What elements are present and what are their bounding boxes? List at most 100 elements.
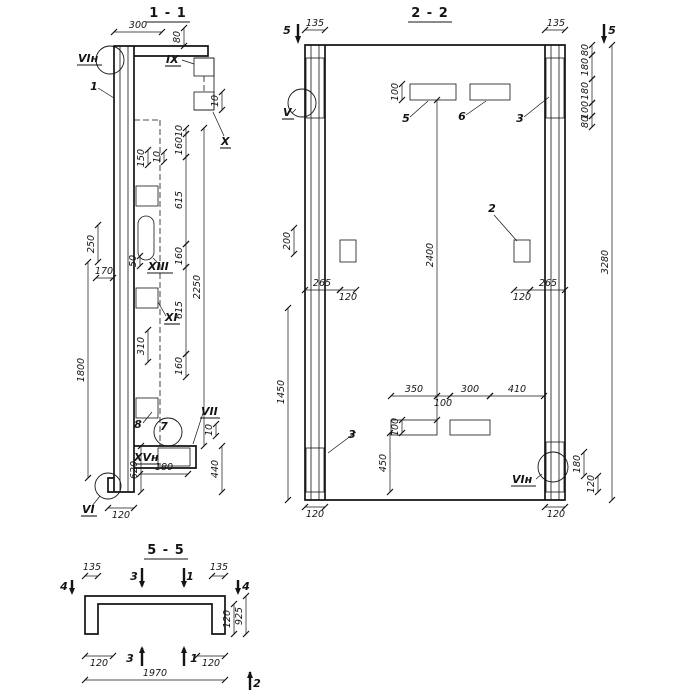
dimension-tick <box>92 274 100 282</box>
dimension-label: 265 <box>539 278 557 289</box>
detail-label-3-bottom: 3 <box>348 428 356 441</box>
dimension-label: 10 <box>152 151 163 163</box>
dimension-tick <box>182 130 190 138</box>
dimension-label: 250 <box>86 235 97 253</box>
detail-label-7: 7 <box>160 420 168 433</box>
dimension-tick <box>386 488 394 496</box>
cut-label-2: 2 <box>253 677 261 690</box>
dimension-tick <box>182 350 190 358</box>
dimension-tick <box>212 432 220 440</box>
dimension-label: 1450 <box>276 380 287 404</box>
dimension-tick <box>81 652 89 660</box>
node-circle-7 <box>153 417 183 447</box>
dimension-label: 120 <box>306 509 324 520</box>
dimension-tick <box>158 28 166 36</box>
dimension-tick <box>594 472 602 480</box>
dimension-tick <box>144 326 152 334</box>
leader-lines <box>291 96 550 480</box>
embed-plate-5 <box>409 83 457 101</box>
section-5-5-view: 5 - 5 <box>69 543 253 690</box>
dimension-tick <box>588 41 596 49</box>
embed-plate <box>390 419 438 436</box>
dimension-tick <box>446 392 454 400</box>
embed-plate <box>193 57 215 77</box>
dimension-tick <box>193 652 201 660</box>
embed-plate <box>135 185 159 207</box>
section-title-5-5: 5 - 5 <box>147 543 185 558</box>
detail-label-8: 8 <box>134 418 142 431</box>
rib-edge-lines <box>310 45 560 500</box>
dimension-label: 120 <box>112 510 130 521</box>
dimension-label: 160 <box>174 357 185 375</box>
dimension-tick <box>486 392 494 400</box>
dimension-tick <box>284 304 292 312</box>
dimension-tick <box>144 358 152 366</box>
dimension-tick <box>218 106 226 114</box>
dimension-tick <box>433 392 441 400</box>
dimension-label: 120 <box>90 658 108 669</box>
dimension-tick <box>182 124 190 132</box>
dimension-tick <box>588 112 596 120</box>
dimension-tick <box>160 158 168 166</box>
dimension-tick <box>398 80 406 88</box>
dimension-tick <box>540 392 548 400</box>
dimension-tick <box>144 161 152 169</box>
dimension-label: 265 <box>313 278 331 289</box>
dimension-label: 120 <box>513 292 531 303</box>
section-1-1-view: 1 - 1 <box>91 6 225 507</box>
hidden-edge <box>134 76 205 447</box>
dimension-tick <box>84 258 92 266</box>
panel-outline <box>304 44 566 501</box>
dimension-tick <box>541 26 549 34</box>
dimension-label: 3280 <box>600 250 611 274</box>
dimension-tick <box>221 676 229 684</box>
dimension-tick <box>608 496 616 504</box>
dimension-label: 120 <box>547 509 565 520</box>
dimension-label: 80 <box>172 31 183 43</box>
dimension-tick <box>386 429 394 437</box>
dimension-tick <box>137 488 145 496</box>
dimension-label: 150 <box>136 149 147 167</box>
dimension-tick <box>182 153 190 161</box>
dimension-tick <box>230 630 238 638</box>
dimension-tick <box>218 88 226 96</box>
dimension-label: 10 <box>174 125 185 137</box>
anchor-zone <box>305 57 325 119</box>
dimension-label: 160 <box>174 247 185 265</box>
cut-label-3-top: 3 <box>130 570 138 583</box>
section-2-2-view: 2 - 2 <box>287 6 607 501</box>
embed-plate <box>135 397 159 419</box>
cut-arrowheads <box>295 36 607 44</box>
detail-label-1: 1 <box>90 80 98 93</box>
dimension-tick <box>81 572 89 580</box>
dimension-tick <box>160 148 168 156</box>
dimension-tick <box>588 75 596 83</box>
lifting-slot <box>137 215 155 261</box>
dimension-label: 120 <box>339 292 357 303</box>
dimension-tick <box>301 26 309 34</box>
dimension-tick <box>180 24 188 32</box>
dimension-tick <box>433 96 441 104</box>
node-marker: X <box>220 135 230 148</box>
anchor-zone <box>305 447 325 493</box>
dimension-tick <box>387 392 395 400</box>
node-marker: V <box>283 106 293 119</box>
dimension-tick <box>580 472 588 480</box>
cut-label-1-bottom: 1 <box>190 652 198 665</box>
dimension-tick <box>541 503 549 511</box>
dimension-label: 180 <box>572 455 583 473</box>
dimension-tick <box>184 470 192 478</box>
dimension-label: 10 <box>210 95 221 107</box>
dimension-tick <box>608 41 616 49</box>
dimension-tick <box>398 96 406 104</box>
embed-plate <box>449 419 491 436</box>
dimension-label: 2250 <box>192 275 203 299</box>
detail-label-2: 2 <box>488 202 496 215</box>
node-marker: XVн <box>133 451 159 464</box>
dimension-tick <box>144 146 152 154</box>
dimension-tick <box>321 503 329 511</box>
embed-plate-6 <box>469 83 511 101</box>
cut-label-5-left: 5 <box>283 24 291 37</box>
